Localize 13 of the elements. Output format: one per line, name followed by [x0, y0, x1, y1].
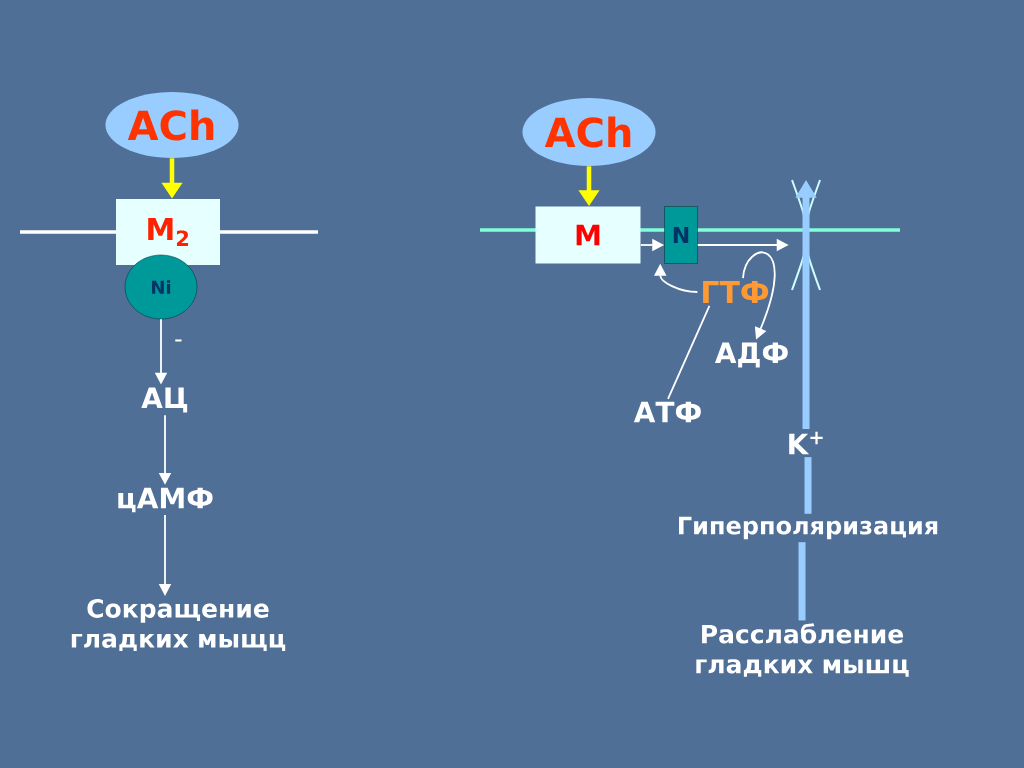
pathway-label: ГТФ — [703, 281, 769, 303]
pathway-label: Расслабление гладких мышц — [696, 623, 909, 677]
receptor-box: M — [535, 206, 641, 264]
pathway-label: АТФ — [633, 401, 701, 423]
receptor-box: M$_{2}$ — [116, 199, 220, 265]
pathway-label: АДФ — [714, 342, 788, 368]
pathway-label: Гиперполяризация — [679, 516, 938, 540]
pathway-label: K$^{+}$ — [789, 431, 823, 455]
pathway-label: Сокращение гладких мыщц — [71, 599, 286, 651]
pathway-label: АЦ — [141, 387, 188, 413]
receptor-box: N — [664, 206, 698, 264]
pathway-label: цАМФ — [118, 487, 213, 513]
edge-label: – — [175, 339, 182, 342]
